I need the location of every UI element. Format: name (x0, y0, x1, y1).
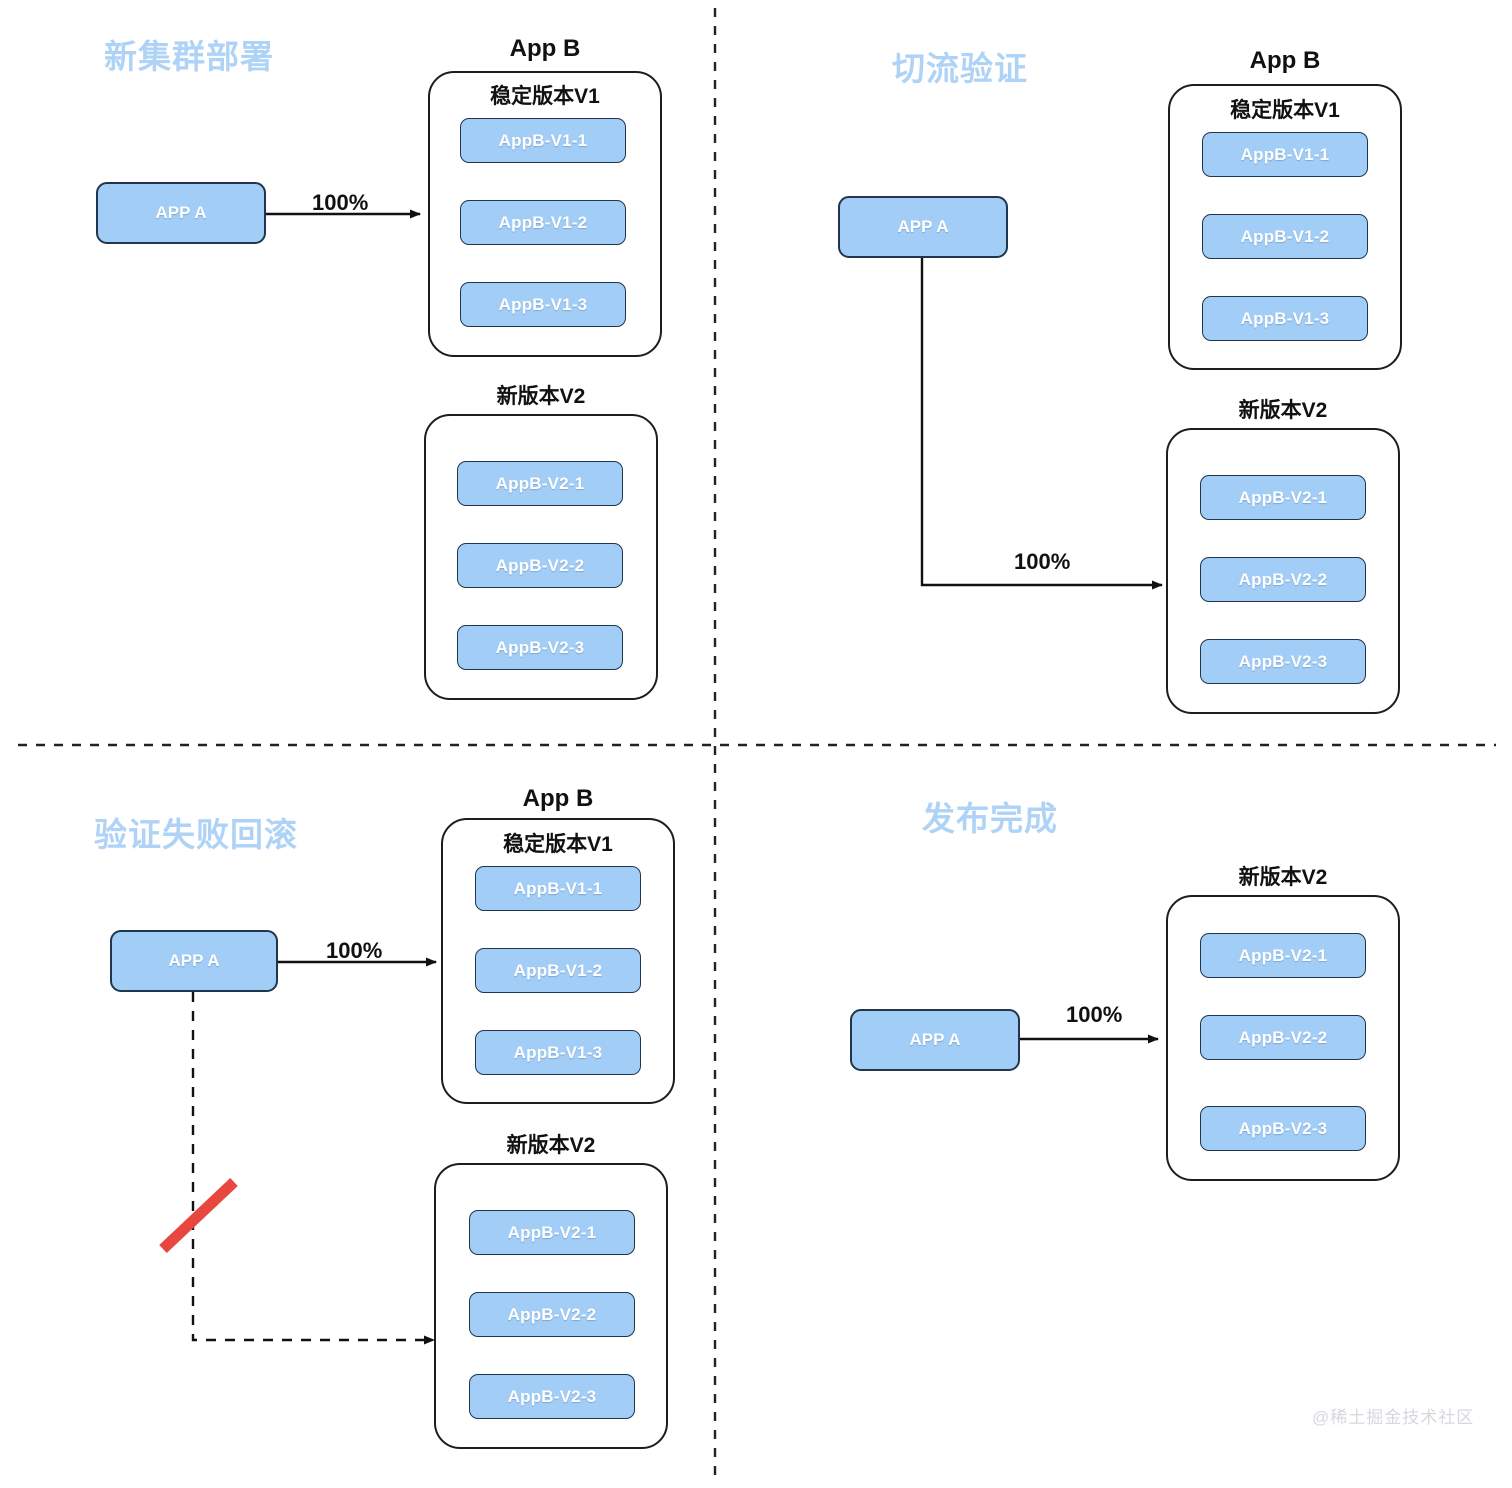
pod-q3-v2-2[interactable]: AppB-V2-2 (469, 1292, 635, 1337)
traffic-label-q3-v1: 100% (326, 938, 383, 963)
group-label-q3-v1: 稳定版本V1 (503, 833, 613, 856)
pod-q3-v1-1[interactable]: AppB-V1-1 (475, 866, 641, 911)
pod-q4-v2-1[interactable]: AppB-V2-1 (1200, 933, 1366, 978)
traffic-label-q1-v1: 100% (312, 190, 369, 215)
watermark: @稀土掘金技术社区 (1312, 1408, 1475, 1427)
flow-q3-to-v2-dashed (191, 992, 435, 1345)
group-label-q2-v2: 新版本V2 (1238, 399, 1328, 422)
pod-q1-v2-1[interactable]: AppB-V2-1 (457, 461, 623, 506)
pod-q1-v1-1[interactable]: AppB-V1-1 (460, 118, 626, 163)
group-label-q4-v2: 新版本V2 (1238, 866, 1328, 889)
pod-q1-v1-3[interactable]: AppB-V1-3 (460, 282, 626, 327)
pod-q4-v2-2[interactable]: AppB-V2-2 (1200, 1015, 1366, 1060)
pod-q3-v1-2[interactable]: AppB-V1-2 (475, 948, 641, 993)
group-label-q1-v2: 新版本V2 (496, 385, 586, 408)
app-b-label-q3: App B (522, 785, 594, 812)
quadrant-title-traffic-switch-verify: 切流验证 (892, 50, 1028, 87)
pod-q2-v2-3[interactable]: AppB-V2-3 (1200, 639, 1366, 684)
group-label-q1-v1: 稳定版本V1 (490, 85, 600, 108)
app-a-box-q4[interactable]: APP A (850, 1009, 1020, 1071)
app-b-label-q1: App B (509, 35, 581, 62)
group-label-q3-v2: 新版本V2 (506, 1134, 596, 1157)
pod-q3-v2-1[interactable]: AppB-V2-1 (469, 1210, 635, 1255)
quadrant-title-release-complete: 发布完成 (922, 800, 1058, 837)
rollback-strike-icon (159, 1177, 238, 1254)
pod-q1-v1-2[interactable]: AppB-V1-2 (460, 200, 626, 245)
app-b-label-q2: App B (1249, 47, 1321, 74)
flow-q2-to-v2 (920, 256, 1163, 590)
app-a-box-q3[interactable]: APP A (110, 930, 278, 992)
traffic-label-q4-v2: 100% (1066, 1002, 1123, 1027)
quadrant-title-new-cluster-deploy: 新集群部署 (104, 38, 274, 75)
pod-q4-v2-3[interactable]: AppB-V2-3 (1200, 1106, 1366, 1151)
group-label-q2-v1: 稳定版本V1 (1230, 99, 1340, 122)
traffic-label-q2-v2: 100% (1014, 549, 1071, 574)
pod-q2-v2-1[interactable]: AppB-V2-1 (1200, 475, 1366, 520)
pod-q2-v2-2[interactable]: AppB-V2-2 (1200, 557, 1366, 602)
pod-q3-v1-3[interactable]: AppB-V1-3 (475, 1030, 641, 1075)
pod-q2-v1-2[interactable]: AppB-V1-2 (1202, 214, 1368, 259)
pod-q1-v2-3[interactable]: AppB-V2-3 (457, 625, 623, 670)
pod-q3-v2-3[interactable]: AppB-V2-3 (469, 1374, 635, 1419)
pod-q1-v2-2[interactable]: AppB-V2-2 (457, 543, 623, 588)
pod-q2-v1-3[interactable]: AppB-V1-3 (1202, 296, 1368, 341)
quadrant-title-verify-failed-rollback: 验证失败回滚 (94, 816, 298, 853)
pod-q2-v1-1[interactable]: AppB-V1-1 (1202, 132, 1368, 177)
app-a-box-q1[interactable]: APP A (96, 182, 266, 244)
app-a-box-q2[interactable]: APP A (838, 196, 1008, 258)
